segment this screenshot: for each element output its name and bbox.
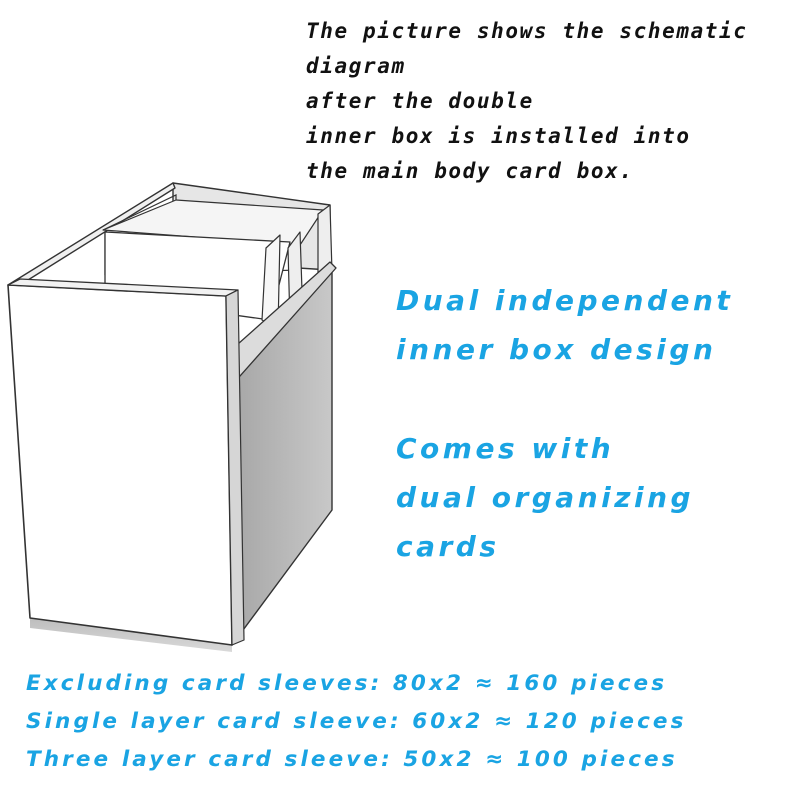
caption-line: the main body card box. xyxy=(306,159,634,183)
main-box-front-edge xyxy=(225,289,245,646)
capacity-row: Excluding card sleeves: 80x2 ≈ 160 piece… xyxy=(26,671,668,696)
main-box-front-face xyxy=(7,284,233,646)
caption-line: inner box is installed into xyxy=(306,124,691,148)
capacity-row: Three layer card sleeve: 50x2 ≈ 100 piec… xyxy=(26,747,678,772)
caption-line: The picture shows the schematic xyxy=(306,19,748,43)
caption-line: after the double xyxy=(306,89,534,113)
capacity-specs: Excluding card sleeves: 80x2 ≈ 160 piece… xyxy=(26,664,687,778)
diagram-caption: The picture shows the schematic diagram … xyxy=(306,14,800,189)
rear-inner-box-edge xyxy=(102,194,177,231)
feature-design-line: Dual independent xyxy=(396,284,734,317)
feature-accessory-line: Comes with xyxy=(396,432,615,465)
box-shadow xyxy=(30,618,232,652)
feature-accessory-line: dual organizing xyxy=(396,481,695,514)
caption-line: diagram xyxy=(306,54,406,78)
feature-accessory-line: cards xyxy=(396,530,500,563)
capacity-row: Single layer card sleeve: 60x2 ≈ 120 pie… xyxy=(26,709,687,734)
feature-design-line: inner box design xyxy=(396,333,717,366)
feature-callouts: Dual independent inner box design Comes … xyxy=(396,276,733,571)
